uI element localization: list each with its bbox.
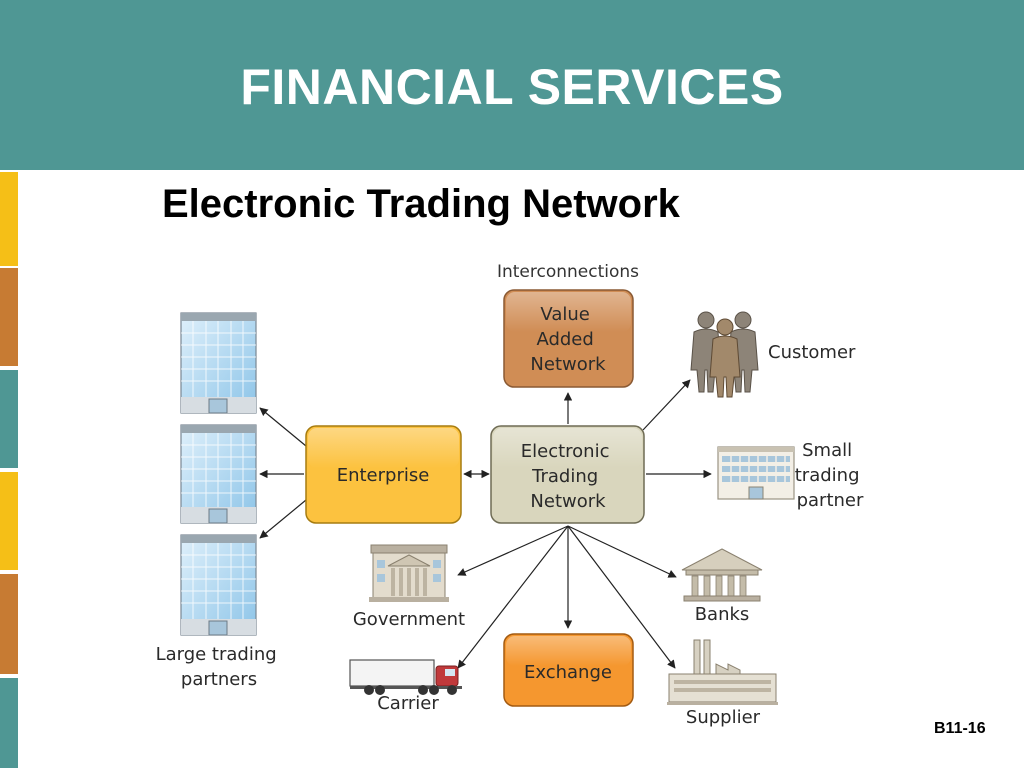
- small-partner-line-1: Small: [802, 440, 852, 461]
- small-partner-line-3: partner: [797, 490, 864, 511]
- large-trading-partners-label: Large trading partners: [156, 644, 283, 690]
- van-line-3: Network: [530, 354, 606, 375]
- svg-text:Electronic Trading: Electronic Trading Network: [521, 441, 615, 512]
- sidebar-segment: [0, 678, 18, 768]
- sidebar-segment: [0, 472, 18, 570]
- enterprise-label: Enterprise: [337, 465, 430, 486]
- svg-text:Value Added Networ: Value Added Network: [530, 304, 606, 375]
- arrow-enterprise-to-building-1: [259, 407, 307, 447]
- factory-icon: [667, 639, 778, 705]
- truck-icon: [349, 659, 462, 695]
- arrow-etn-to-government: [457, 525, 569, 576]
- small-office-building-icon: [717, 446, 795, 500]
- banks-label: Banks: [695, 604, 750, 625]
- arrow-enterprise-to-building-3: [259, 499, 307, 539]
- connector-lines: [259, 379, 712, 669]
- small-partner-line-2: trading: [795, 465, 860, 486]
- small-trading-partner-label: Small trading partner: [795, 440, 865, 511]
- arrow-etn-to-carrier: [457, 525, 569, 669]
- exchange-label: Exchange: [524, 662, 612, 683]
- sidebar-stripe: [0, 170, 18, 768]
- value-added-network-node: Value Added Network: [503, 289, 634, 388]
- large-partners-line-1: Large trading: [156, 644, 277, 665]
- sidebar-segment: [0, 574, 18, 674]
- arrow-etn-to-banks: [567, 525, 677, 578]
- van-line-2: Added: [536, 329, 593, 350]
- large-partners-line-2: partners: [181, 669, 257, 690]
- interconnections-label: Interconnections: [497, 262, 639, 282]
- supplier-label: Supplier: [686, 707, 761, 728]
- slide-title: FINANCIAL SERVICES: [240, 59, 784, 115]
- van-line-1: Value: [540, 304, 589, 325]
- sidebar-segment: [0, 172, 18, 266]
- etn-line-2: Trading: [531, 466, 598, 487]
- exchange-node: Exchange: [503, 633, 634, 707]
- electronic-trading-network-node: Electronic Trading Network: [490, 425, 645, 524]
- bank-icon: [681, 548, 763, 602]
- office-building-icon: [180, 312, 257, 414]
- sidebar-segment: [0, 370, 18, 468]
- slide-subtitle: Electronic Trading Network: [162, 182, 680, 226]
- people-icon: [690, 311, 759, 398]
- office-building-icon: [180, 534, 257, 636]
- government-building-icon: [369, 544, 449, 602]
- carrier-label: Carrier: [377, 693, 439, 714]
- arrow-etn-to-supplier: [567, 525, 676, 669]
- etn-line-1: Electronic: [521, 441, 610, 462]
- slide-header: FINANCIAL SERVICES: [0, 0, 1024, 170]
- etn-line-3: Network: [530, 491, 606, 512]
- sidebar-segment: [0, 268, 18, 366]
- enterprise-node: Enterprise: [305, 425, 462, 524]
- office-building-icon: [180, 424, 257, 524]
- arrow-etn-to-customer: [642, 379, 691, 431]
- government-label: Government: [353, 609, 465, 630]
- customer-label: Customer: [768, 342, 856, 363]
- slide-number: B11-16: [934, 720, 986, 737]
